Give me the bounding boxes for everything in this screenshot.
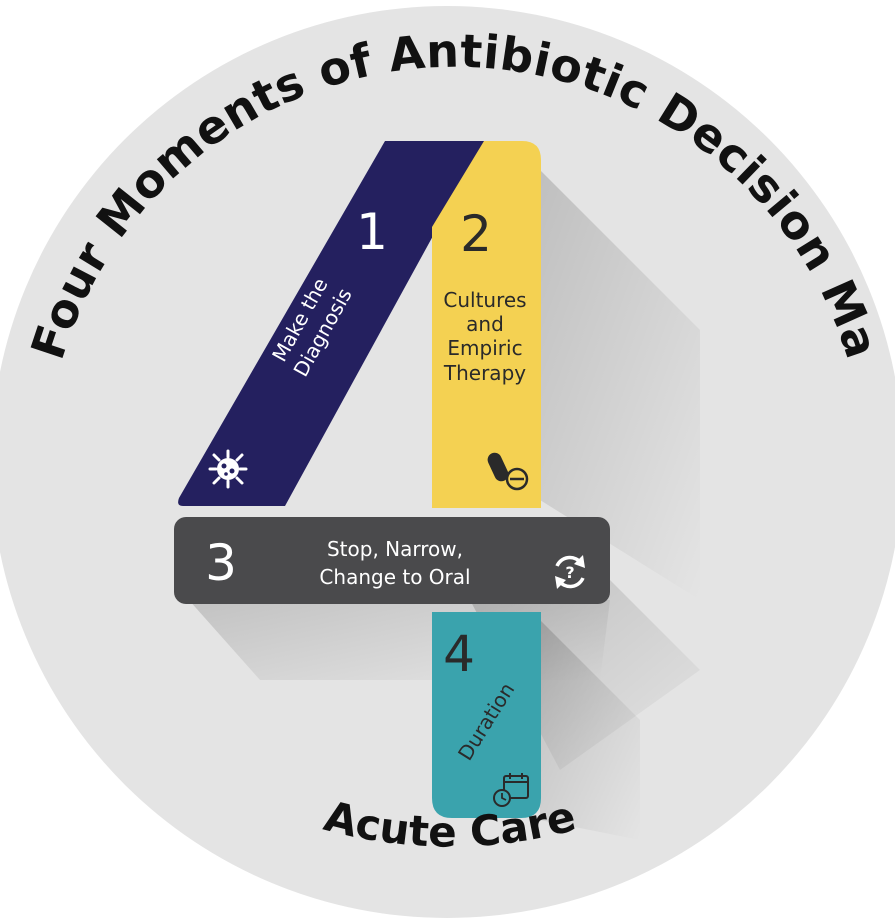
- moment-4-bar: [432, 612, 541, 818]
- moment-3-label-line-1: Stop, Narrow,: [327, 537, 463, 561]
- moment-1-bar: [178, 141, 485, 506]
- moment-2-number: 2: [460, 205, 492, 263]
- moment-2-label-line-3: Empiric: [447, 336, 522, 360]
- moment-3: 3 Stop, Narrow, Change to Oral ?: [174, 517, 610, 604]
- moment-4-number: 4: [443, 625, 475, 683]
- moment-2-label-line-2: and: [466, 312, 504, 336]
- moment-2-label-line-4: Therapy: [443, 361, 526, 385]
- moment-2-label-line-1: Cultures: [443, 288, 526, 312]
- refresh-question-icon: ?: [555, 555, 585, 589]
- moment-1-number: 1: [356, 203, 388, 261]
- bacteria-icon: [208, 449, 248, 489]
- pill-prohibited-icon: [487, 452, 529, 491]
- calendar-clock-icon: [493, 773, 529, 807]
- moment-4: 4 Duration: [432, 612, 541, 818]
- moment-3-label-line-2: Change to Oral: [319, 565, 470, 589]
- moment-3-number: 3: [205, 534, 237, 592]
- moment-3-bar: [174, 517, 610, 604]
- svg-text:?: ?: [565, 563, 574, 582]
- moment-2: 2 Cultures and Empiric Therapy: [432, 141, 541, 508]
- moment-1: 1 Make the Diagnosis: [178, 141, 485, 506]
- moment-2-bar: [432, 141, 541, 508]
